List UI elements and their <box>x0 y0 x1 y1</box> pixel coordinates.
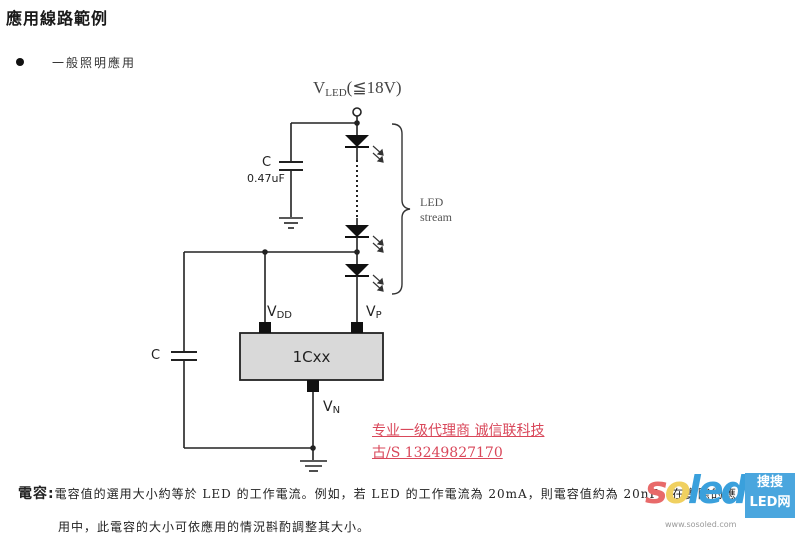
supply-voltage-label: VLED(≦18V) <box>313 78 402 99</box>
led-stream-brace <box>391 123 411 295</box>
ic-name: 1Cxx <box>292 347 331 366</box>
ic-pin-vp <box>351 322 363 333</box>
led-stream-label: LED stream <box>420 195 452 225</box>
led-diode-2 <box>345 225 384 253</box>
watermark: soled 搜搜 LED网 www.sosoled.com <box>645 470 800 532</box>
cap1-value: 0.47uF <box>247 172 285 185</box>
vdd-main: V <box>267 304 277 320</box>
ic-pin-vn <box>307 380 319 392</box>
ic-body <box>239 332 384 381</box>
ground-symbol-2 <box>300 460 327 472</box>
cap2-name: C <box>151 348 161 363</box>
badge-line2: LED网 <box>749 495 791 510</box>
led-stream-label-line1: LED <box>420 195 444 209</box>
vp-main: V <box>366 304 376 320</box>
supply-label-main: V <box>313 78 326 97</box>
watermark-logo: soled <box>645 468 748 512</box>
pin-label-vp: VP <box>366 304 382 321</box>
junction-ground <box>310 445 316 451</box>
led-diode-1 <box>345 135 384 163</box>
section-title: 應用線路範例 <box>6 9 109 28</box>
logo-led: led <box>687 468 748 512</box>
pin-label-vdd: VDD <box>267 304 292 321</box>
badge-line1: 搜搜 <box>756 475 783 490</box>
supply-terminal <box>352 107 362 117</box>
led-stream-label-line2: stream <box>420 210 452 224</box>
led-diode-3 <box>345 264 384 292</box>
bullet-icon <box>16 58 24 66</box>
ic-pin-vdd <box>259 322 271 333</box>
watermark-badge: 搜搜 LED网 <box>745 473 795 518</box>
distributor-line2[interactable]: 古/S 13249827170 <box>372 445 503 461</box>
junction-vp <box>354 249 360 255</box>
note-line2: 用中，此電容的大小可依應用的情況斟酌調整其大小。 <box>58 520 371 534</box>
supply-label-sub: LED <box>325 87 347 99</box>
vp-sub: P <box>375 310 382 321</box>
cap1-name: C <box>262 155 272 170</box>
distributor-line1[interactable]: 专业一级代理商 诚信联科技 <box>372 423 545 439</box>
vdd-sub: DD <box>276 310 292 321</box>
junction-vdd <box>262 249 268 255</box>
bullet-item-general-lighting: 一般照明應用 <box>52 56 137 70</box>
note-label: 電容: <box>18 486 55 502</box>
vn-main: V <box>323 399 333 415</box>
watermark-url: www.sosoled.com <box>665 520 737 529</box>
logo-s: s <box>645 468 668 512</box>
supply-label-rest: (≦18V) <box>346 78 402 97</box>
ground-symbol-1 <box>279 217 303 229</box>
junction-top <box>354 120 360 126</box>
capacitor-note: 電容:電容值的選用大小約等於 LED 的工作電流。例如，若 LED 的工作電流為… <box>18 487 737 501</box>
note-line1: 電容值的選用大小約等於 LED 的工作電流。例如，若 LED 的工作電流為 20… <box>54 487 737 501</box>
vn-sub: N <box>332 405 341 416</box>
pin-label-vn: VN <box>323 399 340 416</box>
logo-o: o <box>664 468 691 512</box>
